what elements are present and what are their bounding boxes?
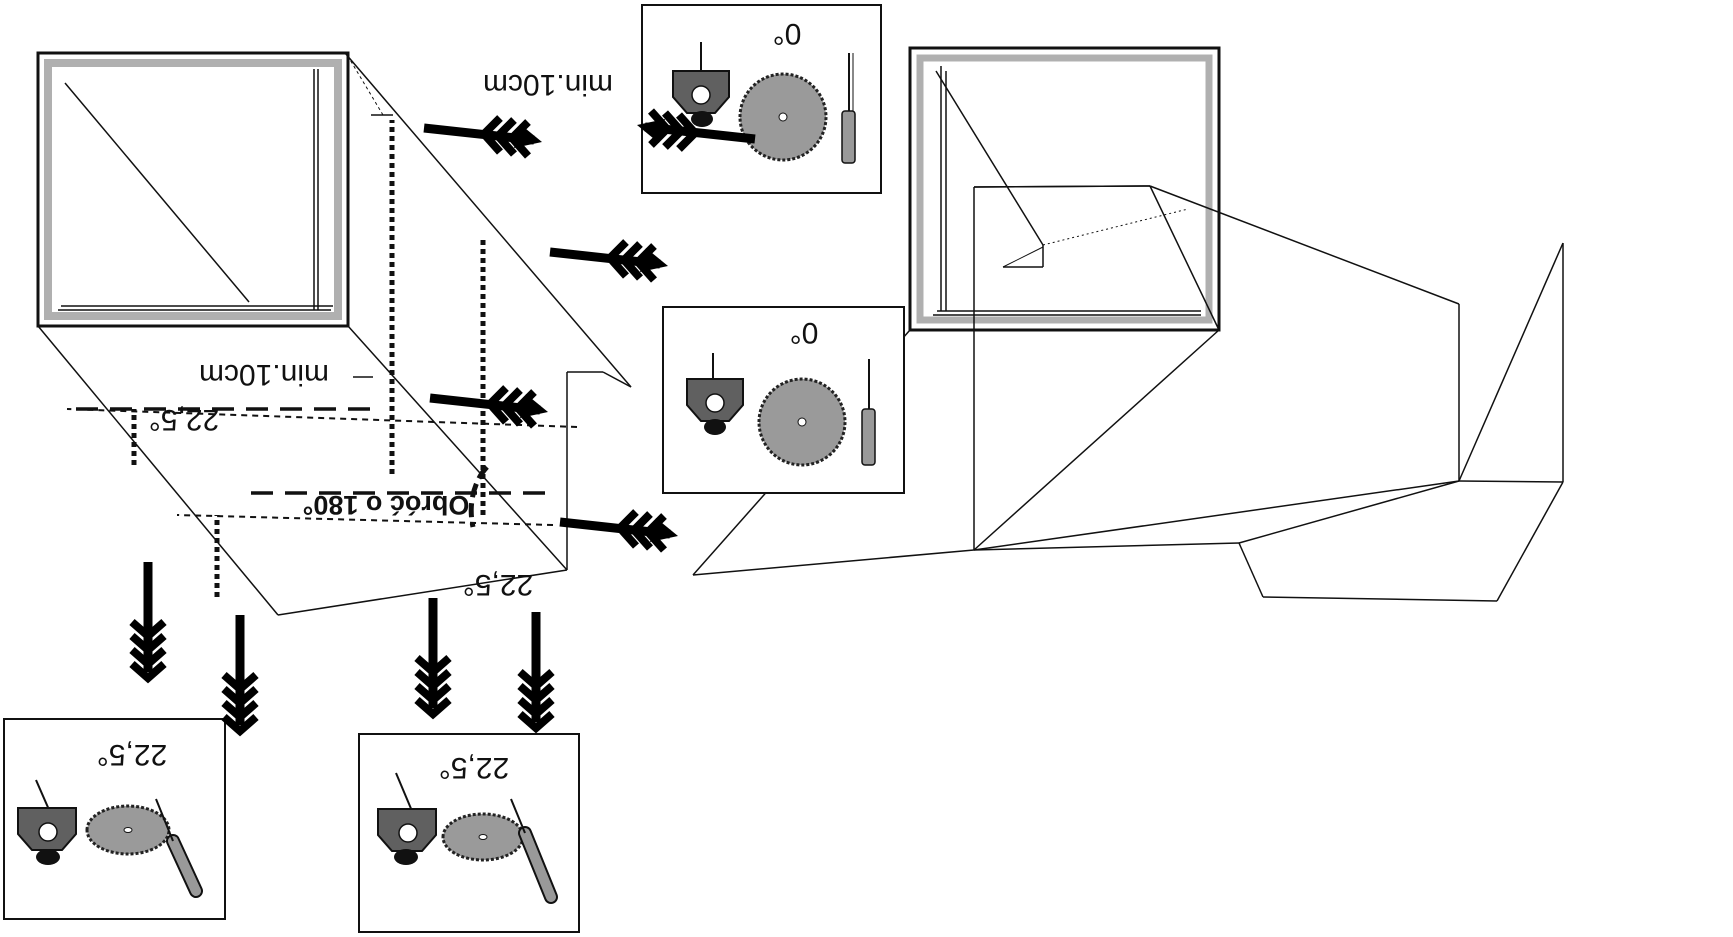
cut-line-bottom <box>176 514 554 526</box>
cut-line-top <box>66 408 578 428</box>
right-duct <box>692 46 1564 602</box>
arrow-icon <box>560 512 678 550</box>
knife-icon <box>841 53 856 164</box>
left-duct <box>36 51 632 616</box>
arrow-icon <box>430 388 548 426</box>
saw-blade-icon <box>441 812 525 862</box>
rotate-arc <box>468 465 489 528</box>
tool-box-2-angle: 0° <box>790 316 819 349</box>
tool-box-2 <box>662 306 905 494</box>
router-icon <box>686 353 744 435</box>
label-min-top: min.10cm <box>483 68 613 101</box>
router-icon <box>377 772 437 865</box>
tool-box-4 <box>358 733 580 933</box>
router-icon <box>17 779 77 865</box>
left-duct-diagonal <box>64 82 250 303</box>
arrow-icon <box>224 615 256 731</box>
arrow-icon <box>550 242 668 280</box>
arrow-icon <box>417 598 449 714</box>
tool-box-3 <box>3 718 226 920</box>
saw-blade-icon <box>757 377 847 467</box>
tool-box-1 <box>641 4 882 194</box>
right-duct-frame <box>908 46 1221 332</box>
arrow-icon <box>520 612 552 728</box>
saw-blade-icon <box>738 72 828 162</box>
knife-icon <box>510 798 558 904</box>
knife-icon <box>861 359 876 466</box>
tool-box-4-angle: 22,5° <box>439 751 509 784</box>
label-angle-left: 22,5° <box>149 403 219 436</box>
saw-blade-icon <box>85 804 171 856</box>
tool-box-3-angle: 22,5° <box>97 738 167 771</box>
label-angle-right: 22,5° <box>463 568 533 601</box>
arrow-icon <box>424 118 542 156</box>
knife-icon <box>155 798 203 898</box>
arrow-icon <box>132 562 164 678</box>
label-min-mid: min.10cm <box>199 358 329 391</box>
tool-box-1-angle: 0° <box>773 17 802 50</box>
router-icon <box>672 42 730 127</box>
label-rotate: Obróć o 180° <box>303 490 470 520</box>
left-duct-frame <box>36 51 350 328</box>
